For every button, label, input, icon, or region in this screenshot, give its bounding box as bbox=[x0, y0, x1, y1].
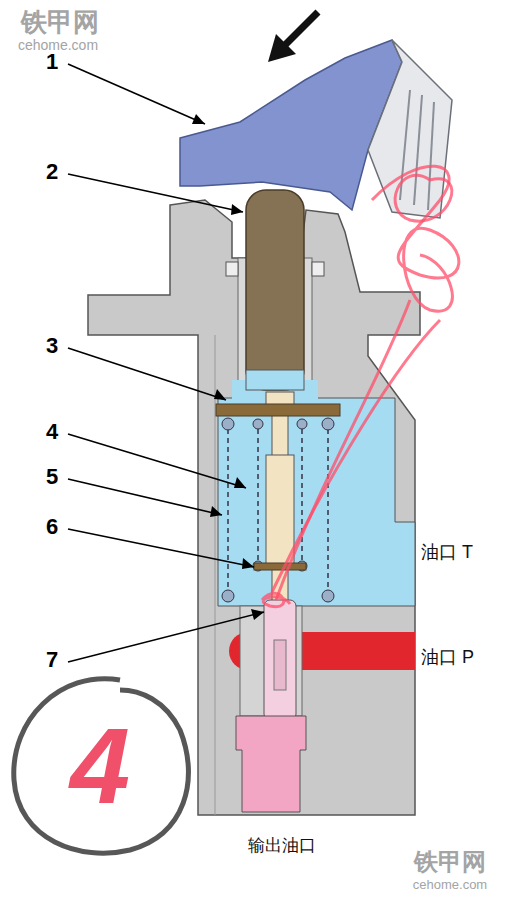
watermark: 铁甲网 bbox=[21, 8, 99, 37]
watermark: cehome.com bbox=[413, 878, 487, 892]
callout-number: 6 bbox=[46, 515, 58, 539]
spring-seat bbox=[216, 404, 340, 416]
hand-number: 4 bbox=[70, 707, 130, 826]
callout-number: 4 bbox=[46, 420, 58, 444]
force-arrow bbox=[268, 12, 318, 62]
port-label: 输出油口 bbox=[248, 837, 316, 856]
spool-lower bbox=[264, 600, 296, 720]
spool-slot bbox=[274, 640, 286, 690]
spring-coils bbox=[222, 418, 334, 602]
pad-ribs bbox=[400, 90, 434, 210]
callout-number: 5 bbox=[46, 465, 58, 489]
port-label: 油口 P bbox=[421, 648, 474, 668]
hand-circle bbox=[14, 679, 189, 853]
washer bbox=[254, 563, 306, 570]
callout-number: 3 bbox=[46, 334, 58, 358]
pedal bbox=[180, 40, 402, 210]
seal bbox=[312, 262, 324, 276]
rod-cavity bbox=[246, 370, 304, 390]
port-label: 油口 T bbox=[421, 543, 473, 563]
callout-number: 7 bbox=[46, 648, 58, 672]
callout-number: 1 bbox=[46, 50, 58, 74]
watermark: 铁甲网 bbox=[414, 849, 486, 875]
leader-heads bbox=[192, 114, 264, 620]
spool-body bbox=[266, 455, 294, 565]
callout-number: 2 bbox=[46, 160, 58, 184]
leader-lines bbox=[68, 64, 264, 662]
housing-edge bbox=[215, 335, 216, 815]
seal bbox=[226, 262, 238, 276]
output-fitting bbox=[236, 716, 306, 812]
hand-scribble bbox=[262, 166, 459, 607]
push-rod bbox=[246, 190, 304, 390]
